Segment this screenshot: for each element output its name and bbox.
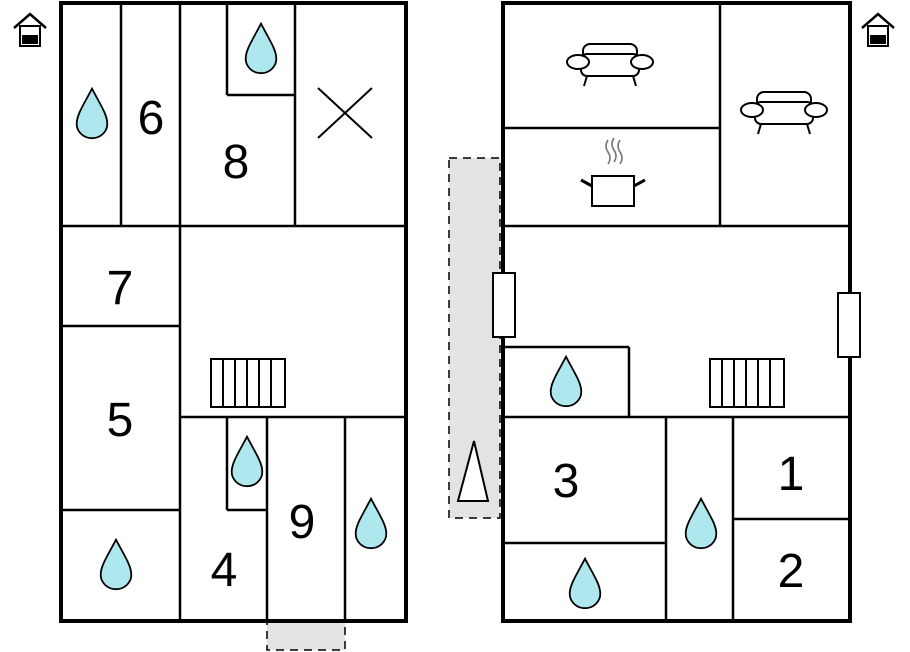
water-drop-icon <box>354 497 388 550</box>
stairs-icon <box>210 358 286 408</box>
room-number-7: 7 <box>107 262 134 315</box>
window-icon <box>492 272 516 338</box>
stairs-icon <box>709 358 785 408</box>
water-drop-icon <box>230 435 264 488</box>
water-drop-icon <box>75 87 109 140</box>
room-number-1: 1 <box>778 448 805 501</box>
room-number-9: 9 <box>289 496 316 549</box>
water-drop-icon <box>99 538 133 591</box>
entrance-arrow-icon <box>456 440 490 502</box>
house-floor-icon <box>12 12 48 48</box>
room-number-5: 5 <box>107 394 134 447</box>
sofa-icon <box>740 91 828 135</box>
water-drop-icon <box>684 497 718 550</box>
terrace-bottom-left <box>266 620 346 651</box>
room-number-8: 8 <box>223 136 250 189</box>
left-floor-walls <box>59 1 408 623</box>
water-drop-icon <box>244 22 278 75</box>
water-drop-icon <box>549 355 583 408</box>
water-drop-icon <box>568 557 602 610</box>
cooking-pot-icon <box>579 136 647 208</box>
room-number-6: 6 <box>138 92 165 145</box>
empty-space-x-icon <box>317 87 373 139</box>
window-icon <box>837 292 861 358</box>
room-number-3: 3 <box>553 455 580 508</box>
house-floor-icon <box>860 12 896 48</box>
sofa-icon <box>566 43 654 87</box>
room-number-2: 2 <box>778 545 805 598</box>
room-number-4: 4 <box>211 544 238 597</box>
